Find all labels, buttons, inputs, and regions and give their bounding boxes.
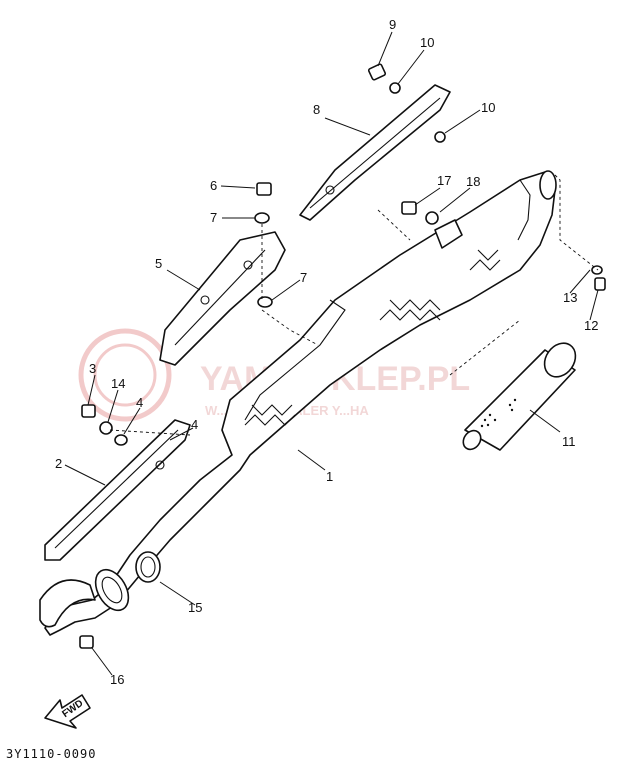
bolt-12 [594, 277, 606, 291]
assembly-lines [109, 174, 599, 436]
washer-10a [389, 82, 401, 94]
hardware [79, 63, 606, 649]
bolt-3 [81, 404, 96, 418]
callout-11: 11 [562, 434, 576, 449]
muffler-body [221, 170, 557, 456]
callout-15: 15 [188, 600, 202, 615]
washer-13 [591, 265, 603, 275]
callout-12: 12 [584, 318, 598, 333]
bolt-16 [79, 635, 94, 649]
callout-7a: 7 [210, 210, 217, 225]
callout-4a: 4 [136, 395, 143, 410]
top-heat-shield [299, 84, 451, 221]
washer-10b [434, 131, 446, 143]
callout-7b: 7 [300, 270, 307, 285]
callout-6: 6 [210, 178, 217, 193]
silencer-insert [462, 342, 577, 451]
callout-13: 13 [563, 290, 577, 305]
callout-1: 1 [326, 469, 333, 484]
washer-18 [425, 211, 439, 225]
callout-8: 8 [313, 102, 320, 117]
callout-17: 17 [437, 173, 451, 188]
head-pipe [39, 429, 251, 636]
lower-heat-shield [44, 419, 191, 561]
collar-14 [99, 421, 113, 435]
callout-3: 3 [89, 361, 96, 376]
callout-10b: 10 [481, 100, 495, 115]
callout-2: 2 [55, 456, 62, 471]
callout-4b: 4 [191, 417, 198, 432]
callout-14: 14 [111, 376, 125, 391]
bolt-6 [256, 182, 272, 196]
callout-5: 5 [155, 256, 162, 271]
callout-18: 18 [466, 174, 480, 189]
callout-9: 9 [389, 17, 396, 32]
leader-lines [64, 31, 599, 676]
fwd-arrow: FWD [44, 694, 91, 729]
bolt-17 [401, 201, 417, 215]
bolt-9 [367, 63, 387, 81]
washer-4 [114, 434, 128, 446]
washer-7b [257, 296, 273, 308]
washer-7a [254, 212, 270, 224]
callout-labels: 9 10 8 10 6 7 5 7 17 18 13 12 3 14 4 4 2… [55, 17, 598, 687]
perforation-dots [480, 398, 517, 428]
gasket-15 [135, 551, 161, 583]
diagram-code: 3Y1110-0090 [6, 747, 96, 761]
upper-heat-shield [159, 231, 286, 366]
callout-16: 16 [110, 672, 124, 687]
callout-10a: 10 [420, 35, 434, 50]
